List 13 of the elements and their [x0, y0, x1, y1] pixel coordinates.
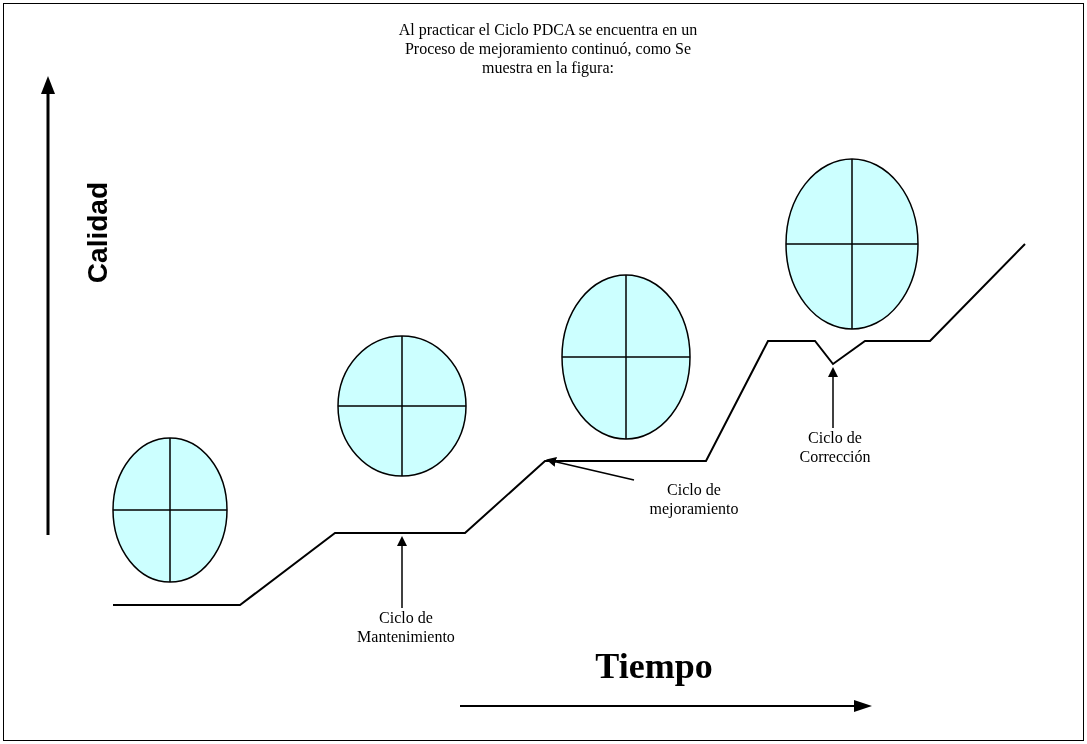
pdca-circle	[112, 437, 228, 583]
axis-label: Calidad	[82, 182, 114, 284]
heading-text: Al practicar el Ciclo PDCA se encuentra en un Proceso de mejoramiento continuó, como Se muestra en la figura:	[397, 20, 699, 77]
pdca-circle	[785, 158, 919, 330]
pdca-circle	[561, 274, 691, 440]
axis-label: Tiempo	[594, 645, 714, 688]
arrow	[828, 367, 838, 429]
callout-text: Ciclo de Corrección	[783, 428, 887, 468]
arrow	[546, 456, 635, 481]
callout-text: Ciclo de mejoramiento	[634, 480, 754, 520]
callout-text: Ciclo de Mantenimiento	[344, 608, 468, 648]
pdca-circle	[337, 335, 467, 477]
arrow	[397, 536, 407, 609]
